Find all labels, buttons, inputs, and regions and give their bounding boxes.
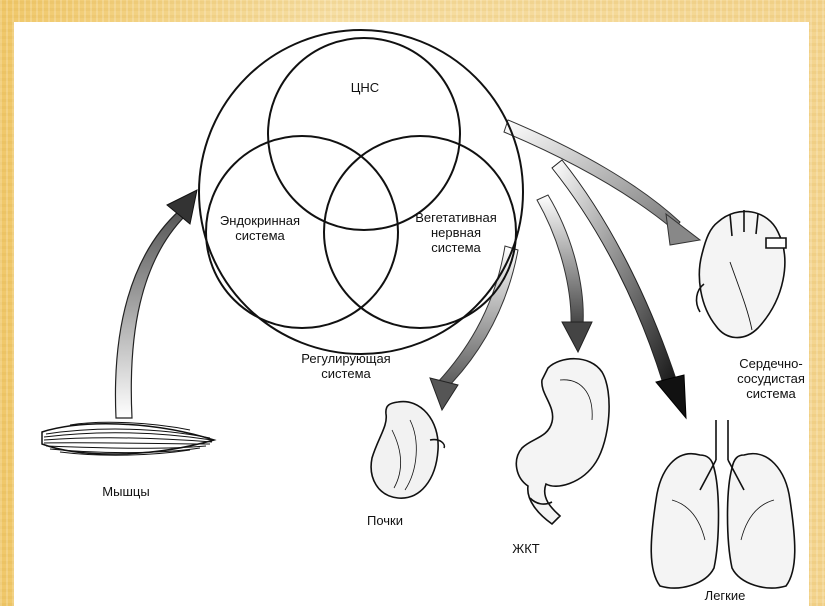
muscle-to-regulation-arrow bbox=[115, 190, 197, 418]
regulatory-system-caption: Регулирующая система bbox=[290, 351, 402, 381]
cns-label: ЦНС bbox=[335, 80, 395, 95]
regulatory-outer-circle bbox=[199, 30, 523, 354]
arrow-to-kidneys bbox=[430, 246, 518, 410]
cns-circle bbox=[268, 38, 460, 230]
kidney-illustration bbox=[371, 402, 444, 499]
autonomic-label: Вегетативная нервная система bbox=[400, 210, 512, 255]
lungs-label: Легкие bbox=[690, 588, 760, 603]
gi-tract-illustration bbox=[516, 359, 609, 524]
muscles-label: Мышцы bbox=[86, 484, 166, 499]
kidneys-label: Почки bbox=[350, 513, 420, 528]
heart-illustration bbox=[697, 210, 786, 338]
muscles-illustration bbox=[42, 422, 214, 455]
lungs-illustration bbox=[651, 420, 795, 588]
arrow-to-gi-tract bbox=[537, 195, 592, 352]
gi-tract-label: ЖКТ bbox=[496, 541, 556, 556]
endocrine-label: Эндокринная система bbox=[214, 213, 306, 243]
cardiovascular-label: Сердечно- сосудистая система bbox=[726, 356, 816, 401]
regulatory-system-venn bbox=[199, 30, 523, 354]
